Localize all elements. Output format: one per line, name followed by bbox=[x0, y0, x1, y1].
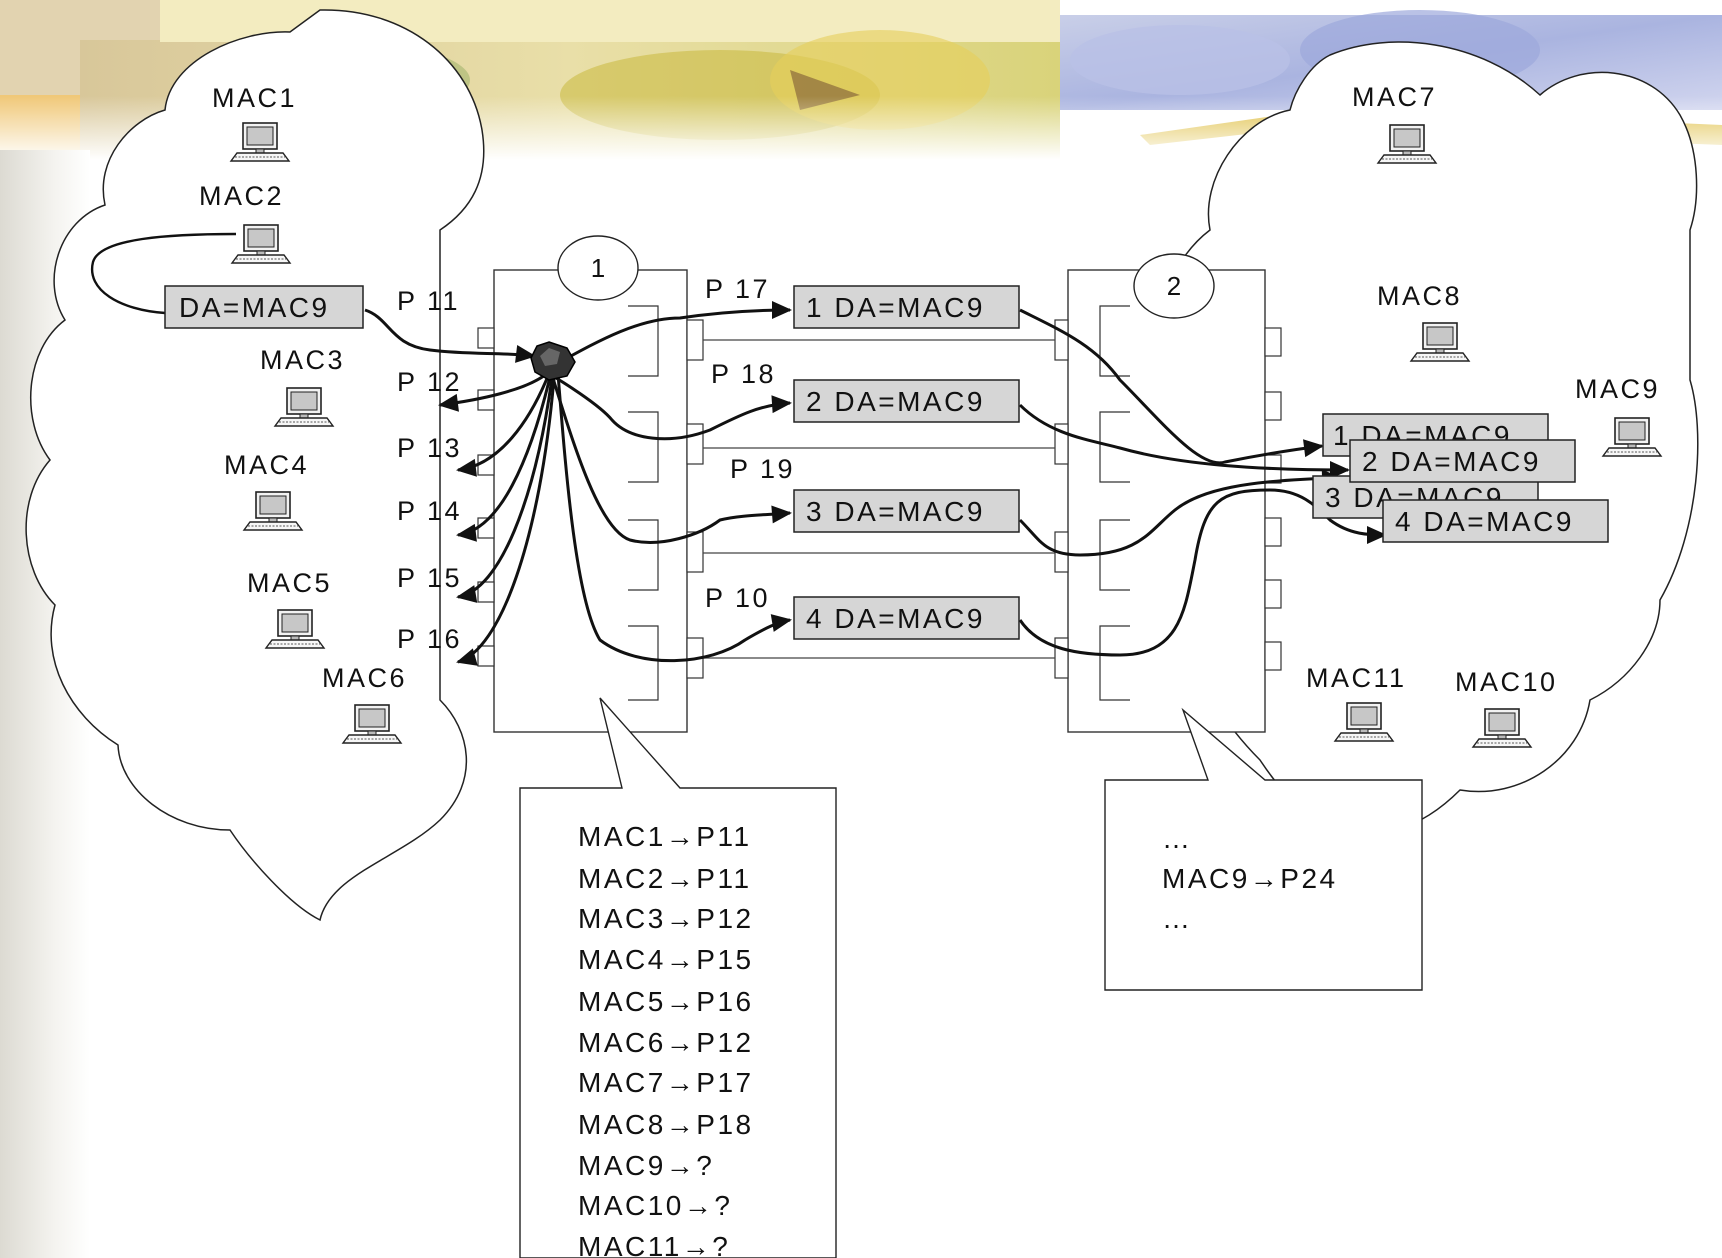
mac-table-row: MAC6→P12 bbox=[578, 1027, 754, 1058]
mac-table-row: … bbox=[1162, 903, 1193, 934]
mac-table-row: MAC8→P18 bbox=[578, 1109, 754, 1140]
host-mac3-label: MAC3 bbox=[260, 345, 345, 375]
switch-2-number: 2 bbox=[1167, 271, 1181, 301]
switch-2 bbox=[1055, 270, 1281, 732]
mac-table-row: MAC9→P24 bbox=[1162, 863, 1338, 894]
svg-text:4 DA=MAC9: 4 DA=MAC9 bbox=[806, 603, 985, 634]
mac-table-row: MAC11→? bbox=[578, 1231, 730, 1258]
svg-text:2 DA=MAC9: 2 DA=MAC9 bbox=[806, 386, 985, 417]
source-frame: DA=MAC9 bbox=[165, 286, 363, 328]
arrived-frame-2: 2 DA=MAC9 bbox=[1350, 440, 1575, 482]
port-p13-label: P 13 bbox=[397, 433, 462, 463]
port-p18-label: P 18 bbox=[711, 359, 776, 389]
port-p14-label: P 14 bbox=[397, 496, 462, 526]
host-mac5-label: MAC5 bbox=[247, 568, 332, 598]
host-mac9-label: MAC9 bbox=[1575, 374, 1660, 404]
svg-text:1 DA=MAC9: 1 DA=MAC9 bbox=[806, 292, 985, 323]
frame-copy-2: 2 DA=MAC9 bbox=[794, 380, 1019, 422]
frame-copy-1: 1 DA=MAC9 bbox=[794, 286, 1019, 328]
host-mac7-label: MAC7 bbox=[1352, 82, 1437, 112]
mac-table-row: MAC1→P11 bbox=[578, 821, 752, 852]
host-mac6-label: MAC6 bbox=[322, 663, 407, 693]
port-p16-label: P 16 bbox=[397, 624, 462, 654]
switch-1-mac-table: MAC1→P11 MAC2→P11 MAC3→P12 MAC4→P15 MAC5… bbox=[578, 821, 754, 1258]
host-mac11-label: MAC11 bbox=[1306, 663, 1407, 693]
mac-table-row: MAC4→P15 bbox=[578, 944, 754, 975]
svg-text:3 DA=MAC9: 3 DA=MAC9 bbox=[806, 496, 985, 527]
mac-table-row: … bbox=[1162, 823, 1193, 854]
switch-1 bbox=[478, 270, 703, 732]
port-p12-label: P 12 bbox=[397, 367, 462, 397]
arrived-frame-4: 4 DA=MAC9 bbox=[1383, 500, 1608, 542]
svg-text:DA=MAC9: DA=MAC9 bbox=[179, 292, 330, 323]
mac-table-row: MAC10→? bbox=[578, 1190, 732, 1221]
mac-table-row: MAC3→P12 bbox=[578, 903, 754, 934]
svg-text:4 DA=MAC9: 4 DA=MAC9 bbox=[1395, 506, 1574, 537]
mac-table-row: MAC2→P11 bbox=[578, 863, 752, 894]
frame-copy-4: 4 DA=MAC9 bbox=[794, 597, 1019, 639]
switch-1-number: 1 bbox=[591, 253, 605, 283]
port-p15-label: P 15 bbox=[397, 563, 462, 593]
port-p19-label: P 19 bbox=[730, 454, 795, 484]
host-mac8-label: MAC8 bbox=[1377, 281, 1462, 311]
port-p11-label: P 11 bbox=[397, 286, 460, 316]
port-p10-label: P 10 bbox=[705, 583, 770, 613]
host-mac10-label: MAC10 bbox=[1455, 667, 1558, 697]
host-mac2-label: MAC2 bbox=[199, 181, 284, 211]
mac-table-row: MAC9→? bbox=[578, 1150, 714, 1181]
frame-copy-3: 3 DA=MAC9 bbox=[794, 490, 1019, 532]
mac-table-row: MAC5→P16 bbox=[578, 986, 754, 1017]
host-mac4-label: MAC4 bbox=[224, 450, 309, 480]
port-p17-label: P 17 bbox=[705, 274, 770, 304]
mac-table-row: MAC7→P17 bbox=[578, 1067, 754, 1098]
host-mac1-label: MAC1 bbox=[212, 83, 297, 113]
svg-text:2 DA=MAC9: 2 DA=MAC9 bbox=[1362, 446, 1541, 477]
